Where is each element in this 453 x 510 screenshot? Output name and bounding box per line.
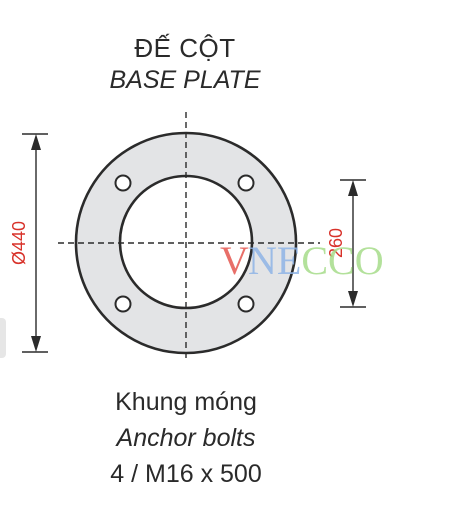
bolt-spacing-label: 260 <box>326 228 346 258</box>
bolt-hole-top-right <box>237 174 255 192</box>
title-vietnamese: ĐẾ CỘT <box>134 33 236 63</box>
caption-block: Khung móng Anchor bolts 4 / M16 x 500 <box>0 384 372 492</box>
outer-diameter-label: Ø440 <box>9 221 29 265</box>
bolt-hole-bottom-left <box>114 295 132 313</box>
bolt-hole-top-left <box>114 174 132 192</box>
title-english: BASE PLATE <box>109 66 261 94</box>
watermark-logo: V NECCO <box>220 238 384 283</box>
caption-spec: 4 / M16 x 500 <box>110 460 262 488</box>
bolt-spacing-dimension <box>340 179 366 308</box>
caption-vietnamese: Khung móng <box>115 388 257 416</box>
title-block: ĐẾ CỘT BASE PLATE <box>0 32 370 96</box>
outer-diameter-dimension <box>22 133 48 353</box>
watermark-text-necco: NECCO <box>248 238 384 283</box>
left-edge-mark <box>0 318 6 358</box>
watermark-letter-v: V <box>220 238 249 283</box>
bolt-hole-bottom-right <box>237 295 255 313</box>
caption-english: Anchor bolts <box>116 424 256 452</box>
